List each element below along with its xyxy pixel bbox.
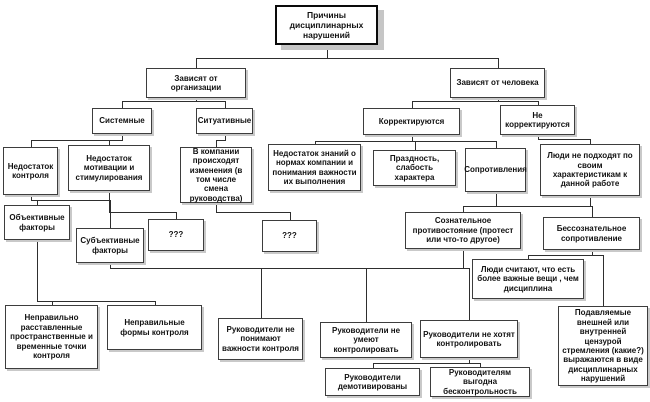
connector-line: [176, 212, 177, 219]
box-company-changes: В компании происходят изменения (в том ч…: [180, 147, 252, 203]
connector-line: [109, 191, 110, 212]
connector-line: [315, 141, 316, 144]
connector-line: [327, 45, 328, 58]
connector-line: [538, 101, 539, 105]
connector-line: [592, 250, 593, 255]
connector-line: [480, 363, 481, 367]
connector-line: [469, 268, 470, 320]
box-not-want: Руководители не хотят контролировать: [420, 320, 518, 358]
connector-line: [122, 134, 123, 140]
box-not-able: Руководители не умеют контролировать: [320, 322, 412, 358]
connector-line: [109, 140, 123, 141]
box-people-think: Люди считают, что есть более важные вещи…: [472, 259, 584, 299]
connector-line: [463, 206, 497, 207]
connector-line: [590, 139, 591, 144]
box-not-corrected: Не корректируются: [500, 105, 575, 135]
connector-line: [592, 206, 593, 217]
box-systemic: Системные: [92, 108, 152, 134]
connector-line: [110, 200, 111, 228]
connector-line: [469, 358, 470, 363]
box-dep-person: Зависят от человека: [450, 68, 545, 98]
connector-line: [415, 141, 416, 150]
box-suppressed: Подавляемые внешней или внутренней цензу…: [558, 306, 648, 386]
connector-line: [412, 101, 499, 102]
connector-line: [412, 101, 413, 108]
connector-line: [463, 206, 464, 212]
box-root: Причины дисциплинарных нарушений: [275, 5, 378, 45]
connector-line: [498, 58, 499, 68]
connector-line: [290, 212, 291, 220]
connector-line: [496, 206, 593, 207]
connector-line: [469, 363, 481, 364]
box-control-benefit: Руководителям выгодна бесконтрольность: [430, 367, 530, 397]
connector-line: [463, 249, 464, 268]
box-lack-motivation: Недостаток мотивации и стимулирования: [68, 145, 150, 191]
box-wrong-forms: Неправильные формы контроля: [107, 305, 202, 350]
box-conscious-opposition: Сознательное противостояние (протест или…: [405, 212, 521, 249]
box-people-unfit: Люди не подходят по своим характеристика…: [540, 144, 640, 196]
connector-line: [31, 140, 32, 147]
connector-line: [31, 195, 32, 200]
connector-line: [538, 135, 539, 139]
box-resistance: Сопротивления: [464, 148, 527, 192]
connector-line: [366, 268, 367, 322]
connector-line: [196, 98, 197, 101]
connector-line: [110, 263, 111, 268]
connector-line: [37, 240, 38, 301]
connector-line: [109, 212, 177, 213]
connector-line: [109, 140, 110, 145]
connector-line: [52, 301, 53, 305]
connector-line: [463, 268, 470, 269]
connector-line: [590, 196, 591, 206]
connector-line: [327, 58, 499, 59]
box-unconscious-resistance: Бессознательное сопротивление: [543, 217, 640, 250]
box-not-understand: Руководители не понимают важности контро…: [218, 318, 303, 360]
connector-line: [196, 58, 197, 68]
box-corrected: Корректируются: [363, 108, 460, 135]
connector-line: [496, 141, 497, 148]
connector-line: [592, 255, 604, 256]
box-dep-org: Зависят от организации: [146, 68, 246, 98]
box-q1: ???: [148, 219, 204, 251]
connector-line: [122, 101, 123, 108]
connector-line: [373, 363, 374, 368]
box-objective-factors: Объективные факторы: [4, 205, 70, 240]
connector-line: [225, 134, 226, 140]
connector-line: [31, 140, 123, 141]
connector-line: [498, 101, 539, 102]
connector-line: [110, 268, 470, 269]
box-subjective-factors: Субъективные факторы: [76, 228, 144, 263]
connector-line: [216, 212, 291, 213]
connector-line: [496, 192, 497, 206]
connector-line: [196, 101, 226, 102]
connector-line: [37, 200, 38, 205]
box-lack-control: Недостаток контроля: [3, 147, 58, 195]
connector-line: [412, 141, 497, 142]
connector-line: [590, 206, 593, 207]
box-wrong-points: Неправильно расставленные пространственн…: [5, 305, 98, 369]
connector-line: [122, 101, 197, 102]
connector-line: [373, 363, 470, 364]
connector-line: [216, 140, 217, 147]
box-q2: ???: [262, 220, 317, 252]
connector-line: [216, 140, 226, 141]
connector-line: [412, 135, 413, 141]
connector-line: [315, 141, 413, 142]
connector-line: [603, 255, 604, 306]
connector-line: [37, 301, 156, 302]
box-demotivated: Руководители демотивированы: [325, 368, 420, 396]
connector-line: [216, 203, 217, 212]
connector-line: [528, 255, 593, 256]
connector-line: [225, 101, 226, 108]
connector-line: [528, 255, 529, 259]
box-idleness: Праздность, слабость характера: [373, 150, 456, 186]
connector-line: [155, 301, 156, 305]
connector-line: [196, 58, 328, 59]
connector-line: [538, 139, 591, 140]
connector-line: [31, 200, 111, 201]
box-situational: Ситуативные: [196, 108, 253, 134]
box-lack-knowledge: Недостаток знаний о нормах компании и по…: [268, 144, 361, 191]
connector-line: [498, 98, 499, 101]
connector-line: [261, 268, 262, 318]
